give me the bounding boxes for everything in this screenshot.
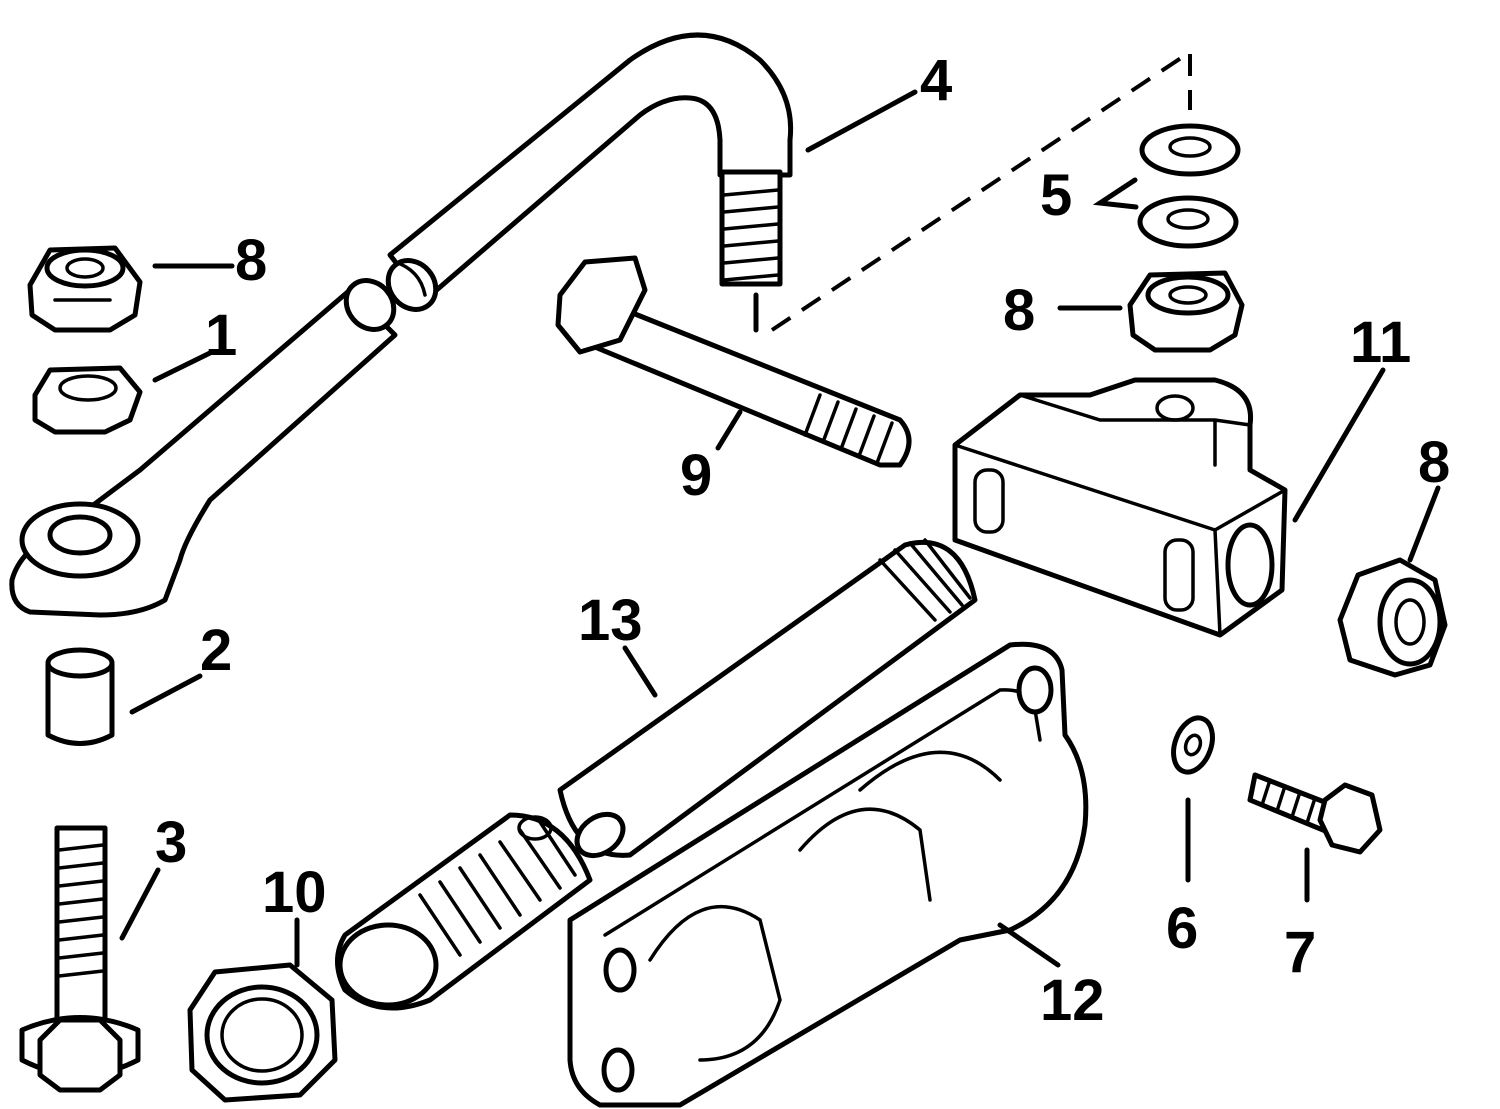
part-9-hex-bolt <box>555 255 912 468</box>
callout-1: 1 <box>205 303 237 368</box>
callout-3: 3 <box>155 810 187 875</box>
part-4-bent-rod <box>385 32 794 333</box>
part-8-locknut-left <box>27 245 143 333</box>
part-11-bracket-block <box>952 377 1288 638</box>
callout-9: 9 <box>680 443 712 508</box>
callout-12: 12 <box>1040 968 1105 1033</box>
part-3-flange-bolt <box>19 825 141 1093</box>
callout-4: 4 <box>920 48 952 113</box>
part-tie-rod-end <box>9 278 398 618</box>
part-12-mount-housing <box>567 641 1089 1108</box>
part-8-locknut-center <box>1127 270 1245 353</box>
part-2-spacer <box>45 647 115 746</box>
part-5-washers <box>1137 123 1241 249</box>
callout-6: 6 <box>1166 896 1198 961</box>
part-8-locknut-right <box>1337 557 1448 678</box>
callout-10: 10 <box>262 860 327 925</box>
callout-7: 7 <box>1284 920 1316 985</box>
callout-11: 11 <box>1350 310 1411 375</box>
callout-5: 5 <box>1040 163 1072 228</box>
callout-8-top-left: 8 <box>235 228 267 293</box>
part-13-threaded-tube <box>557 538 978 859</box>
part-threaded-sleeve <box>335 812 593 1011</box>
part-7-bolt <box>1247 772 1383 855</box>
callout-2: 2 <box>200 618 232 683</box>
part-6-washer <box>1171 715 1215 775</box>
part-10-hex-nut <box>187 962 338 1103</box>
callout-13: 13 <box>578 588 643 653</box>
leader-lines <box>119 89 1441 968</box>
callout-8-center: 8 <box>1003 278 1035 343</box>
callout-labels: 1 2 3 4 5 6 7 8 8 8 9 10 11 12 13 <box>155 48 1450 1033</box>
callout-8-right: 8 <box>1418 430 1450 495</box>
assembly-dashed-line <box>770 48 1192 332</box>
part-1-jam-nut <box>32 365 143 435</box>
